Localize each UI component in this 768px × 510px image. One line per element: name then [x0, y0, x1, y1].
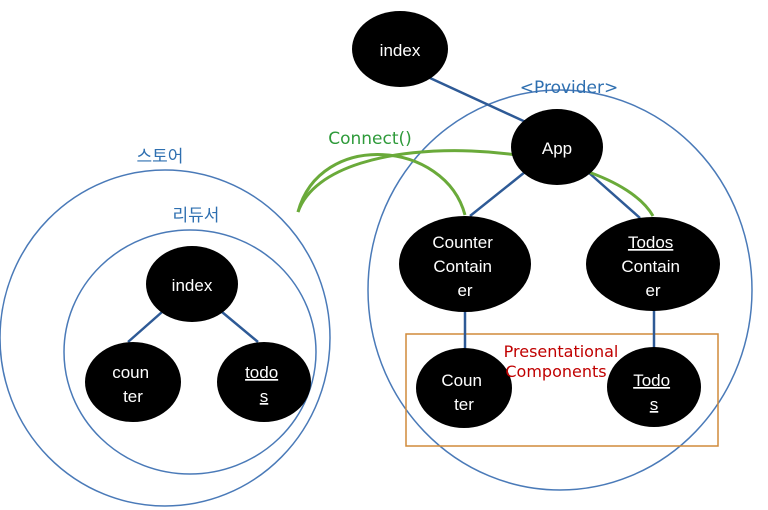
node-shape — [416, 348, 512, 428]
node-app: App — [511, 109, 603, 185]
node-shape — [399, 216, 531, 312]
node-label: ter — [454, 395, 474, 414]
provider-circle — [367, 89, 753, 491]
node-todos: Todo s — [607, 347, 701, 427]
node-label: er — [645, 281, 660, 300]
edge-reducer-index-counter — [127, 311, 163, 343]
reducer-circle — [63, 229, 317, 475]
node-label: Contain — [621, 257, 680, 276]
node-shape — [146, 246, 238, 322]
edge-index-app — [429, 76, 531, 126]
provider-label: <Provider> — [520, 78, 618, 98]
node-label: s — [260, 387, 269, 406]
node-counter-container: Counter Contain er — [399, 216, 531, 312]
node-reducer-counter: coun ter — [85, 342, 181, 422]
node-label: Coun — [441, 371, 482, 390]
edge-reducer-index-todos — [221, 311, 259, 343]
node-label: coun — [112, 363, 149, 382]
presentational-box — [405, 333, 719, 447]
node-label: index — [172, 276, 213, 295]
node-label: Todos — [628, 233, 673, 252]
node-label: ter — [123, 387, 143, 406]
svg-text:index: index — [172, 276, 213, 295]
connect-label: Connect() — [328, 129, 412, 149]
presentational-label-line1: Presentational — [504, 342, 619, 361]
store-label: 스토어 — [137, 147, 184, 167]
svg-text:Coun ter: Coun ter — [441, 371, 486, 414]
reducer-label: 리듀서 — [173, 206, 220, 226]
svg-text:App: App — [542, 139, 572, 158]
node-label: Counter — [432, 233, 493, 252]
node-shape — [586, 217, 720, 311]
node-label: App — [542, 139, 572, 158]
node-shape — [217, 342, 311, 422]
node-shape — [511, 109, 603, 185]
svg-text:todo s: todo s — [245, 363, 283, 406]
presentational-label-line2: Components — [505, 362, 606, 381]
edge-app-counter-container — [469, 171, 526, 217]
edge-app-todos-container — [587, 171, 641, 219]
node-label: todo — [245, 363, 278, 382]
node-label: Contain — [433, 257, 492, 276]
node-label: index — [380, 41, 421, 60]
node-root-index: index — [352, 11, 448, 87]
svg-text:coun ter: coun ter — [112, 363, 154, 406]
svg-text:Todo s: Todo s — [633, 371, 675, 414]
node-shape — [607, 347, 701, 427]
svg-text:Todos Contain er: Todos Contain er — [621, 233, 684, 300]
node-label: s — [650, 395, 659, 414]
node-shape — [352, 11, 448, 87]
connect-curve-todos — [296, 149, 655, 217]
connect-curve-counter — [296, 153, 467, 216]
connect-curves — [296, 149, 655, 217]
node-shape — [85, 342, 181, 422]
node-counter: Coun ter — [416, 348, 512, 428]
svg-text:Counter Contain er: Counter Contain er — [432, 233, 497, 300]
store-circle — [0, 169, 331, 507]
node-label: Todo — [633, 371, 670, 390]
node-reducer-todos: todo s — [217, 342, 311, 422]
tree-edges — [127, 76, 656, 350]
node-label: er — [457, 281, 472, 300]
node-todos-container: Todos Contain er — [586, 217, 720, 311]
node-reducer-index: index — [146, 246, 238, 322]
svg-text:index: index — [380, 41, 421, 60]
